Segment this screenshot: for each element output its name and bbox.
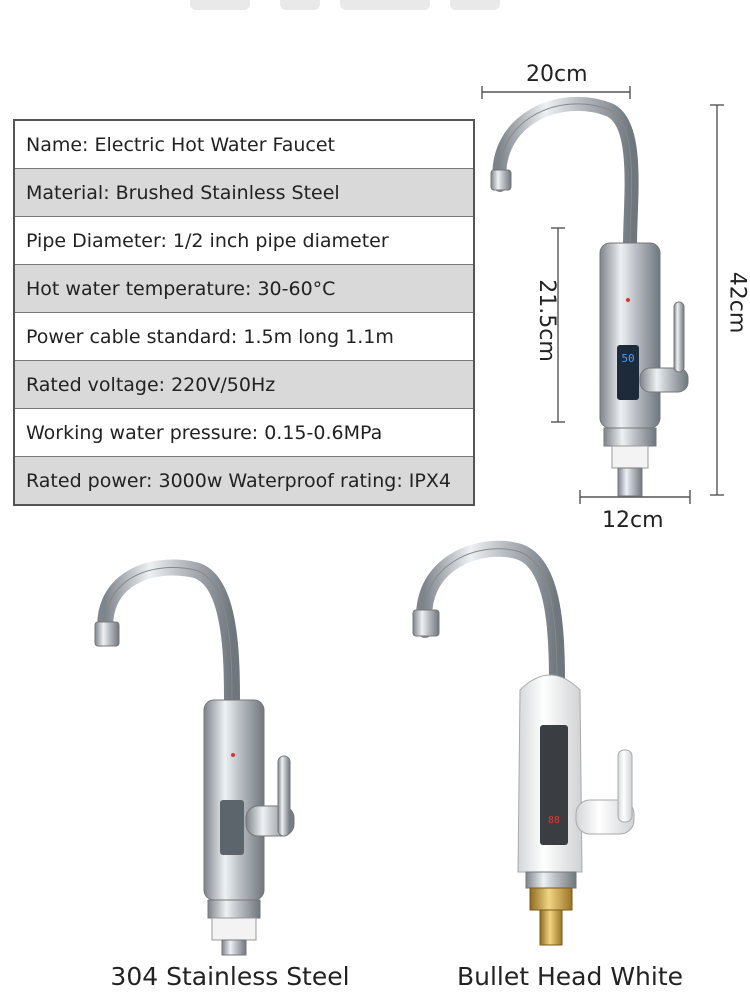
dimension-total-height: 42cm — [724, 271, 750, 334]
table-row: Material: Brushed Stainless Steel — [13, 168, 475, 217]
dimension-body-height: 21.5cm — [533, 279, 559, 362]
temperature-display-readout: 50 — [621, 352, 634, 365]
dimension-lines — [481, 86, 724, 504]
spec-pressure: Working water pressure: 0.15-0.6MPa — [13, 408, 475, 457]
table-row: Power cable standard: 1.5m long 1.1m — [13, 312, 475, 361]
table-row: Name: Electric Hot Water Faucet — [13, 119, 475, 169]
cropped-header-strip — [190, 0, 560, 14]
table-row: Working water pressure: 0.15-0.6MPa — [13, 408, 475, 457]
variant-caption-stainless: 304 Stainless Steel — [110, 962, 350, 991]
spec-voltage: Rated voltage: 220V/50Hz — [13, 360, 475, 409]
variant-caption-white: Bullet Head White — [456, 962, 684, 991]
spec-name: Name: Electric Hot Water Faucet — [13, 119, 475, 169]
table-row: Rated voltage: 220V/50Hz — [13, 360, 475, 409]
faucet-stainless-steel — [94, 559, 295, 956]
spec-power-rating: Rated power: 3000w Waterproof rating: IP… — [13, 456, 475, 506]
dimension-width-bottom: 12cm — [602, 508, 664, 533]
spec-power-cable: Power cable standard: 1.5m long 1.1m — [13, 312, 475, 361]
faucet-bullet-head-white: 88 — [412, 540, 635, 946]
spec-temperature: Hot water temperature: 30-60°C — [13, 264, 475, 313]
table-row: Rated power: 3000w Waterproof rating: IP… — [13, 456, 475, 506]
spec-table: Name: Electric Hot Water Faucet Material… — [13, 119, 475, 506]
svg-text:88: 88 — [548, 815, 560, 826]
faucet-dimensioned-steel: 50 — [490, 96, 689, 497]
table-row: Hot water temperature: 30-60°C — [13, 264, 475, 313]
dimension-width-top: 20cm — [526, 62, 588, 87]
spec-material: Material: Brushed Stainless Steel — [13, 168, 475, 217]
